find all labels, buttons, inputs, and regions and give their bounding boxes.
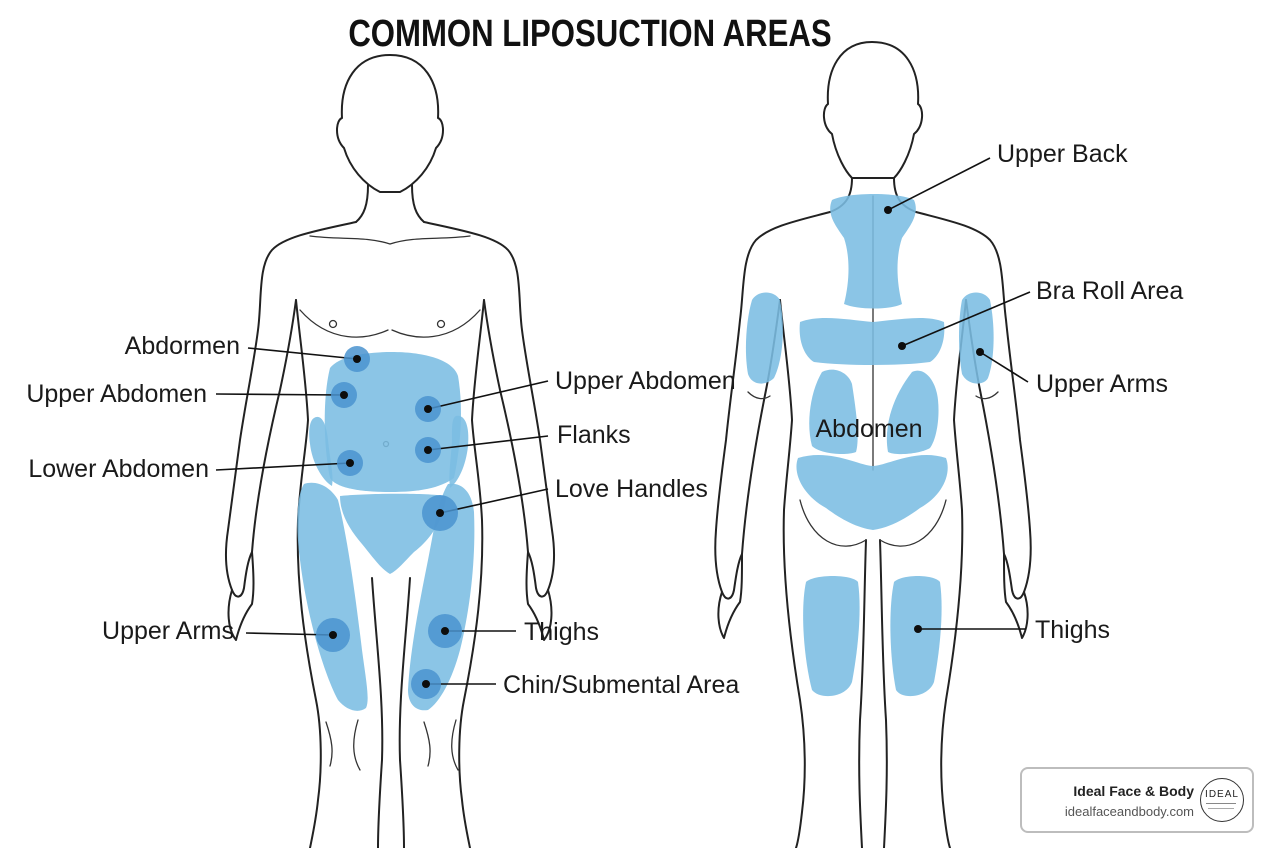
front-nipple-left (328, 319, 338, 329)
back-upper-arm-left-zone (745, 292, 783, 384)
front-flank-right-zone (449, 415, 469, 488)
brand-seal-logo: IDEAL (1200, 778, 1244, 822)
seal-line-2 (1208, 808, 1234, 809)
back-bra-roll-zone (799, 317, 945, 365)
back-left-hand (717, 553, 743, 639)
front-collarbones (309, 235, 471, 245)
label-upper-arms-front: Upper Arms (102, 617, 234, 645)
marker-love-handles (436, 509, 444, 517)
back-buttocks (799, 499, 947, 547)
back-upper-arm-right-zone (959, 292, 994, 384)
front-torso-outline (224, 221, 556, 598)
back-torso-outline (714, 211, 1032, 600)
marker-upper-arms-front (329, 631, 337, 639)
marker-lower-abdomen (346, 459, 354, 467)
front-torso-sides (295, 299, 485, 848)
leader-upper-abdomen-left (215, 393, 345, 396)
front-labels: Abdormen Upper Abdomen Lower Abdomen Upp… (26, 332, 739, 699)
marker-flanks (424, 446, 432, 454)
label-love-handles: Love Handles (555, 475, 708, 503)
marker-upper-abdomen-left (340, 391, 348, 399)
label-chin: Chin/Submental Area (503, 671, 739, 699)
label-thighs-front: Thighs (524, 618, 599, 646)
marker-thighs-front (441, 627, 449, 635)
back-upper-back-zone (830, 194, 916, 309)
brand-badge: Ideal Face & Body idealfaceandbody.com I… (1020, 767, 1254, 833)
marker-thighs-back (914, 625, 922, 633)
front-fat-zones (297, 352, 475, 711)
front-body-figure (224, 54, 556, 848)
brand-name: Ideal Face & Body (1073, 783, 1194, 799)
front-left-hand (227, 551, 255, 641)
seal-line (1206, 803, 1236, 804)
leader-upper-arms-back (979, 351, 1029, 383)
back-head (822, 41, 924, 179)
back-body-figure (714, 41, 1032, 848)
label-thighs-back: Thighs (1035, 616, 1110, 644)
front-callouts (215, 346, 549, 699)
marker-chin (422, 680, 430, 688)
leader-upper-abdomen-right (427, 380, 549, 410)
label-bra-roll: Bra Roll Area (1036, 277, 1183, 305)
front-pecs (299, 309, 481, 338)
marker-abdormen (353, 355, 361, 363)
label-abdomen-back: Abdomen (815, 415, 922, 443)
leader-abdormen (247, 347, 358, 360)
back-lower-zone (796, 454, 948, 530)
back-torso-sides (779, 299, 967, 848)
leader-love-handles (439, 488, 549, 514)
page-title: COMMON LIPOSUCTION AREAS (348, 13, 831, 55)
back-elbows (747, 391, 999, 400)
label-upper-abdomen-left: Upper Abdomen (26, 380, 207, 408)
label-upper-back: Upper Back (997, 140, 1128, 168)
leader-lower-abdomen (215, 462, 351, 471)
front-right-hand (525, 551, 553, 641)
label-flanks: Flanks (557, 421, 631, 449)
marker-bra-roll (898, 342, 906, 350)
back-mid-right-zone (886, 370, 939, 455)
back-callouts (884, 157, 1031, 633)
back-labels: Upper Back Bra Roll Area Upper Arms Abdo… (815, 140, 1183, 644)
front-thigh-right-zone (408, 483, 475, 711)
leader-upper-back (887, 157, 991, 211)
label-lower-abdomen: Lower Abdomen (28, 455, 209, 483)
leader-bra-roll (901, 291, 1031, 347)
back-inner-legs (858, 539, 888, 848)
front-inner-legs (371, 577, 411, 848)
back-fat-zones (745, 194, 994, 697)
brand-seal-text: IDEAL (1205, 789, 1239, 800)
front-lower-belly-zone (340, 493, 446, 574)
label-abdormen: Abdormen (125, 332, 240, 360)
back-thigh-right-zone (890, 576, 942, 697)
label-upper-abdomen-right: Upper Abdomen (555, 367, 736, 395)
front-inner-arm (251, 299, 529, 553)
front-head (336, 54, 444, 193)
back-thigh-left-zone (803, 576, 860, 697)
label-upper-arms-back: Upper Arms (1036, 370, 1168, 398)
front-thigh-left-zone (297, 482, 368, 711)
front-neck (355, 184, 425, 223)
marker-upper-arms-back (976, 348, 984, 356)
back-mid-left-zone (809, 369, 858, 454)
brand-url[interactable]: idealfaceandbody.com (1064, 804, 1194, 819)
front-nipple-right (436, 319, 446, 329)
leader-flanks (427, 435, 549, 451)
back-right-hand (1003, 553, 1029, 639)
marker-upper-back (884, 206, 892, 214)
marker-upper-abdomen-right (424, 405, 432, 413)
front-flank-left-zone (309, 416, 333, 486)
front-knees (325, 719, 459, 771)
